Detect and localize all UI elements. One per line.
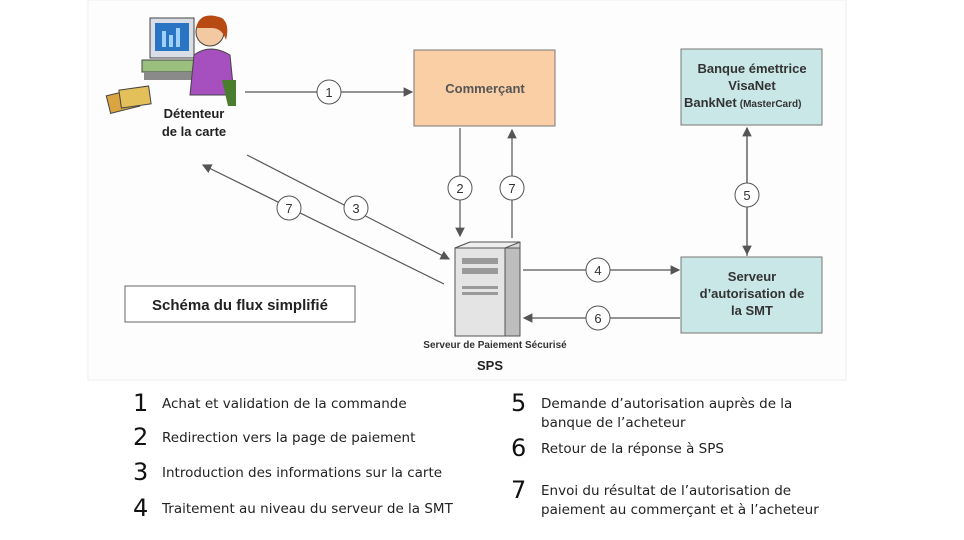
step-marker-number: 7 <box>285 201 292 216</box>
schema-title-box <box>124 285 356 323</box>
bank-label-line2: VisaNet <box>728 78 776 93</box>
legend-text: Retour de la réponse à SPS <box>541 441 724 457</box>
legend-text: Introduction des informations sur la car… <box>162 465 442 481</box>
arrow-7-cardholder <box>201 164 445 285</box>
cardholder-label-line1: Détenteur <box>164 106 225 121</box>
step-marker-circle <box>585 305 611 331</box>
bank-box <box>680 48 823 126</box>
legend-number: 2 <box>133 423 148 451</box>
bank-label-line3: BankNet(MasterCard) <box>684 95 801 110</box>
step-marker-circle <box>276 195 302 221</box>
step-marker-circle <box>447 175 473 201</box>
legend-number: 7 <box>511 476 526 504</box>
smt-label-line3: la SMT <box>731 303 773 318</box>
bank-label-line1: Banque émettrice <box>697 61 806 76</box>
sps-label: SPS <box>477 358 503 373</box>
step-marker-number: 5 <box>743 188 750 203</box>
step-marker-circle <box>585 257 611 283</box>
legend-number: 3 <box>133 458 148 486</box>
legend-number: 6 <box>511 434 526 462</box>
step-marker-circle <box>316 79 342 105</box>
server-icon <box>454 241 521 337</box>
legend: 1 Achat et validation de la commande 2 Redi… <box>133 389 819 522</box>
smt-label-line1: Serveur <box>728 269 776 284</box>
step-marker-circle <box>343 195 369 221</box>
legend-number: 1 <box>133 389 148 417</box>
sps-caption: Serveur de Paiement Sécurisé <box>423 340 567 351</box>
legend-text: Redirection vers la page de paiement <box>162 430 415 446</box>
smt-label-line2: d’autorisation de <box>700 286 805 301</box>
smt-server-box <box>680 256 823 334</box>
schema-title: Schéma du flux simplifié <box>152 297 328 314</box>
legend-text: banque de l’acheteur <box>541 415 686 431</box>
step-marker-number: 6 <box>594 311 601 326</box>
merchant-label: Commerçant <box>445 81 525 96</box>
legend-number: 4 <box>133 494 148 522</box>
step-marker-number: 1 <box>325 85 332 100</box>
legend-text: Achat et validation de la commande <box>162 396 407 412</box>
legend-text: Demande d’autorisation auprès de la <box>541 396 792 412</box>
step-marker-number: 4 <box>594 263 601 278</box>
merchant-box <box>413 49 556 127</box>
legend-number: 5 <box>511 389 526 417</box>
cardholder-figure-icon <box>105 15 236 114</box>
cardholder-label-line2: de la carte <box>162 124 226 139</box>
legend-text: Envoi du résultat de l’autorisation de <box>541 483 791 499</box>
legend-text: Traitement au niveau du serveur de la SM… <box>161 501 454 517</box>
step-marker-number: 7 <box>508 181 515 196</box>
step-marker-number: 2 <box>456 181 463 196</box>
step-marker-number: 3 <box>352 201 359 216</box>
step-marker-circle <box>499 175 525 201</box>
step-marker-circle <box>734 182 760 208</box>
legend-text: paiement au commerçant et à l’acheteur <box>541 502 819 518</box>
